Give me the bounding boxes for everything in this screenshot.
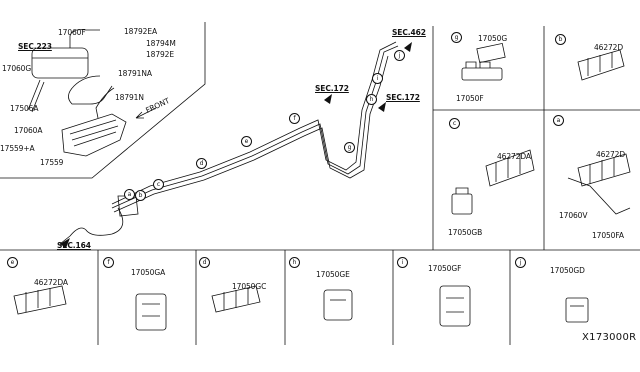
arrow-sec172a: [324, 94, 332, 104]
canister-tube: [27, 79, 45, 113]
clip-17050GA-drawing: [135, 293, 167, 331]
callout-f: f: [289, 113, 300, 124]
clip-46272DA-e-drawing: [13, 285, 67, 315]
part-label-17060F: 17060F: [58, 28, 86, 37]
panel-part-17050GA: 17050GA: [131, 268, 166, 277]
arrow-sec462: [404, 42, 412, 52]
evap-canister: [31, 47, 89, 79]
panel-part-46272DA-e: 46272DA: [34, 278, 68, 287]
clip-17050GE-drawing: [323, 289, 353, 321]
callout-b: b: [135, 190, 146, 201]
clip-46272D-a-drawing: [567, 153, 631, 215]
clip-17050F-drawing: [461, 42, 506, 81]
panel-part-17050FA: 17050FA: [592, 231, 624, 240]
panel-callout-a: a: [553, 115, 564, 126]
clip-46272D-top-drawing: [577, 49, 625, 81]
part-label-18794M: 18794M: [146, 39, 176, 48]
main-fuel-tube-3: [113, 55, 389, 213]
panel-callout-g: g: [451, 32, 462, 43]
panel-part-17050GD: 17050GD: [550, 266, 585, 275]
vent-tube: [59, 207, 124, 245]
fuel-tank-protector: [61, 113, 127, 157]
part-label-18791NA: 18791NA: [118, 69, 152, 78]
callout-e: e: [241, 136, 252, 147]
canister-hose: [69, 29, 100, 48]
part-label-17506A: 17506A: [10, 104, 39, 113]
panel-part-46272D-a: 46272D: [596, 150, 626, 159]
part-label-17559A: 17559+A: [0, 144, 35, 153]
canister-subview-border: [0, 22, 206, 179]
panel-callout-h: h: [289, 257, 300, 268]
panel-callout-i: i: [397, 257, 408, 268]
section-ref-172-a: SEC.172: [315, 84, 349, 93]
hose-18791NA: [68, 75, 113, 105]
panel-part-17050GF: 17050GF: [428, 264, 462, 273]
panel-part-17050GE: 17050GE: [316, 270, 350, 279]
panel-callout-b: b: [555, 34, 566, 45]
section-ref-223: SEC.223: [18, 42, 52, 51]
panel-part-46272DA-c: 46272DA: [497, 152, 531, 161]
panel-callout-d: d: [199, 257, 210, 268]
panel-part-46272D-b: 46272D: [594, 43, 624, 52]
arrow-sec164: [60, 238, 70, 248]
section-ref-164: SEC.164: [57, 241, 91, 250]
part-label-18792EA: 18792EA: [124, 27, 158, 36]
part-label-17060A: 17060A: [14, 126, 43, 135]
callout-d: d: [196, 158, 207, 169]
clip-46272DA-drawing: [485, 149, 535, 187]
clip-17050GD-drawing: [565, 297, 589, 323]
panel-part-17050GC: 17050GC: [232, 282, 267, 291]
part-label-17060G: 17060G: [2, 64, 32, 73]
section-ref-172-b: SEC.172: [386, 93, 420, 102]
panel-part-17060V: 17060V: [559, 211, 588, 220]
callout-j: j: [394, 50, 405, 61]
panel-callout-c: c: [449, 118, 460, 129]
hose-18791N: [95, 87, 115, 119]
part-label-18792E: 18792E: [146, 50, 174, 59]
callout-a: a: [124, 189, 135, 200]
front-arrow: [135, 107, 157, 119]
panel-part-17050G: 17050G: [478, 34, 508, 43]
panel-part-17050GB: 17050GB: [448, 228, 483, 237]
section-ref-462: SEC.462: [392, 28, 426, 37]
clip-17050GF-drawing: [439, 285, 471, 327]
part-label-17559: 17559: [40, 158, 64, 167]
callout-i: i: [372, 73, 383, 84]
part-label-18791N: 18791N: [115, 93, 144, 102]
diagram-reference-code: X173000R: [582, 332, 637, 343]
clip-17050GB-drawing: [451, 187, 473, 215]
clip-17050GC-drawing: [211, 285, 261, 313]
callout-g: g: [344, 142, 355, 153]
callout-h: h: [366, 94, 377, 105]
panel-callout-e: e: [7, 257, 18, 268]
callout-c: c: [153, 179, 164, 190]
protector-ribs: [69, 119, 119, 147]
arrow-sec172b: [378, 102, 386, 112]
panel-callout-j: j: [515, 257, 526, 268]
panel-part-17050F: 17050F: [456, 94, 484, 103]
panel-callout-f: f: [103, 257, 114, 268]
